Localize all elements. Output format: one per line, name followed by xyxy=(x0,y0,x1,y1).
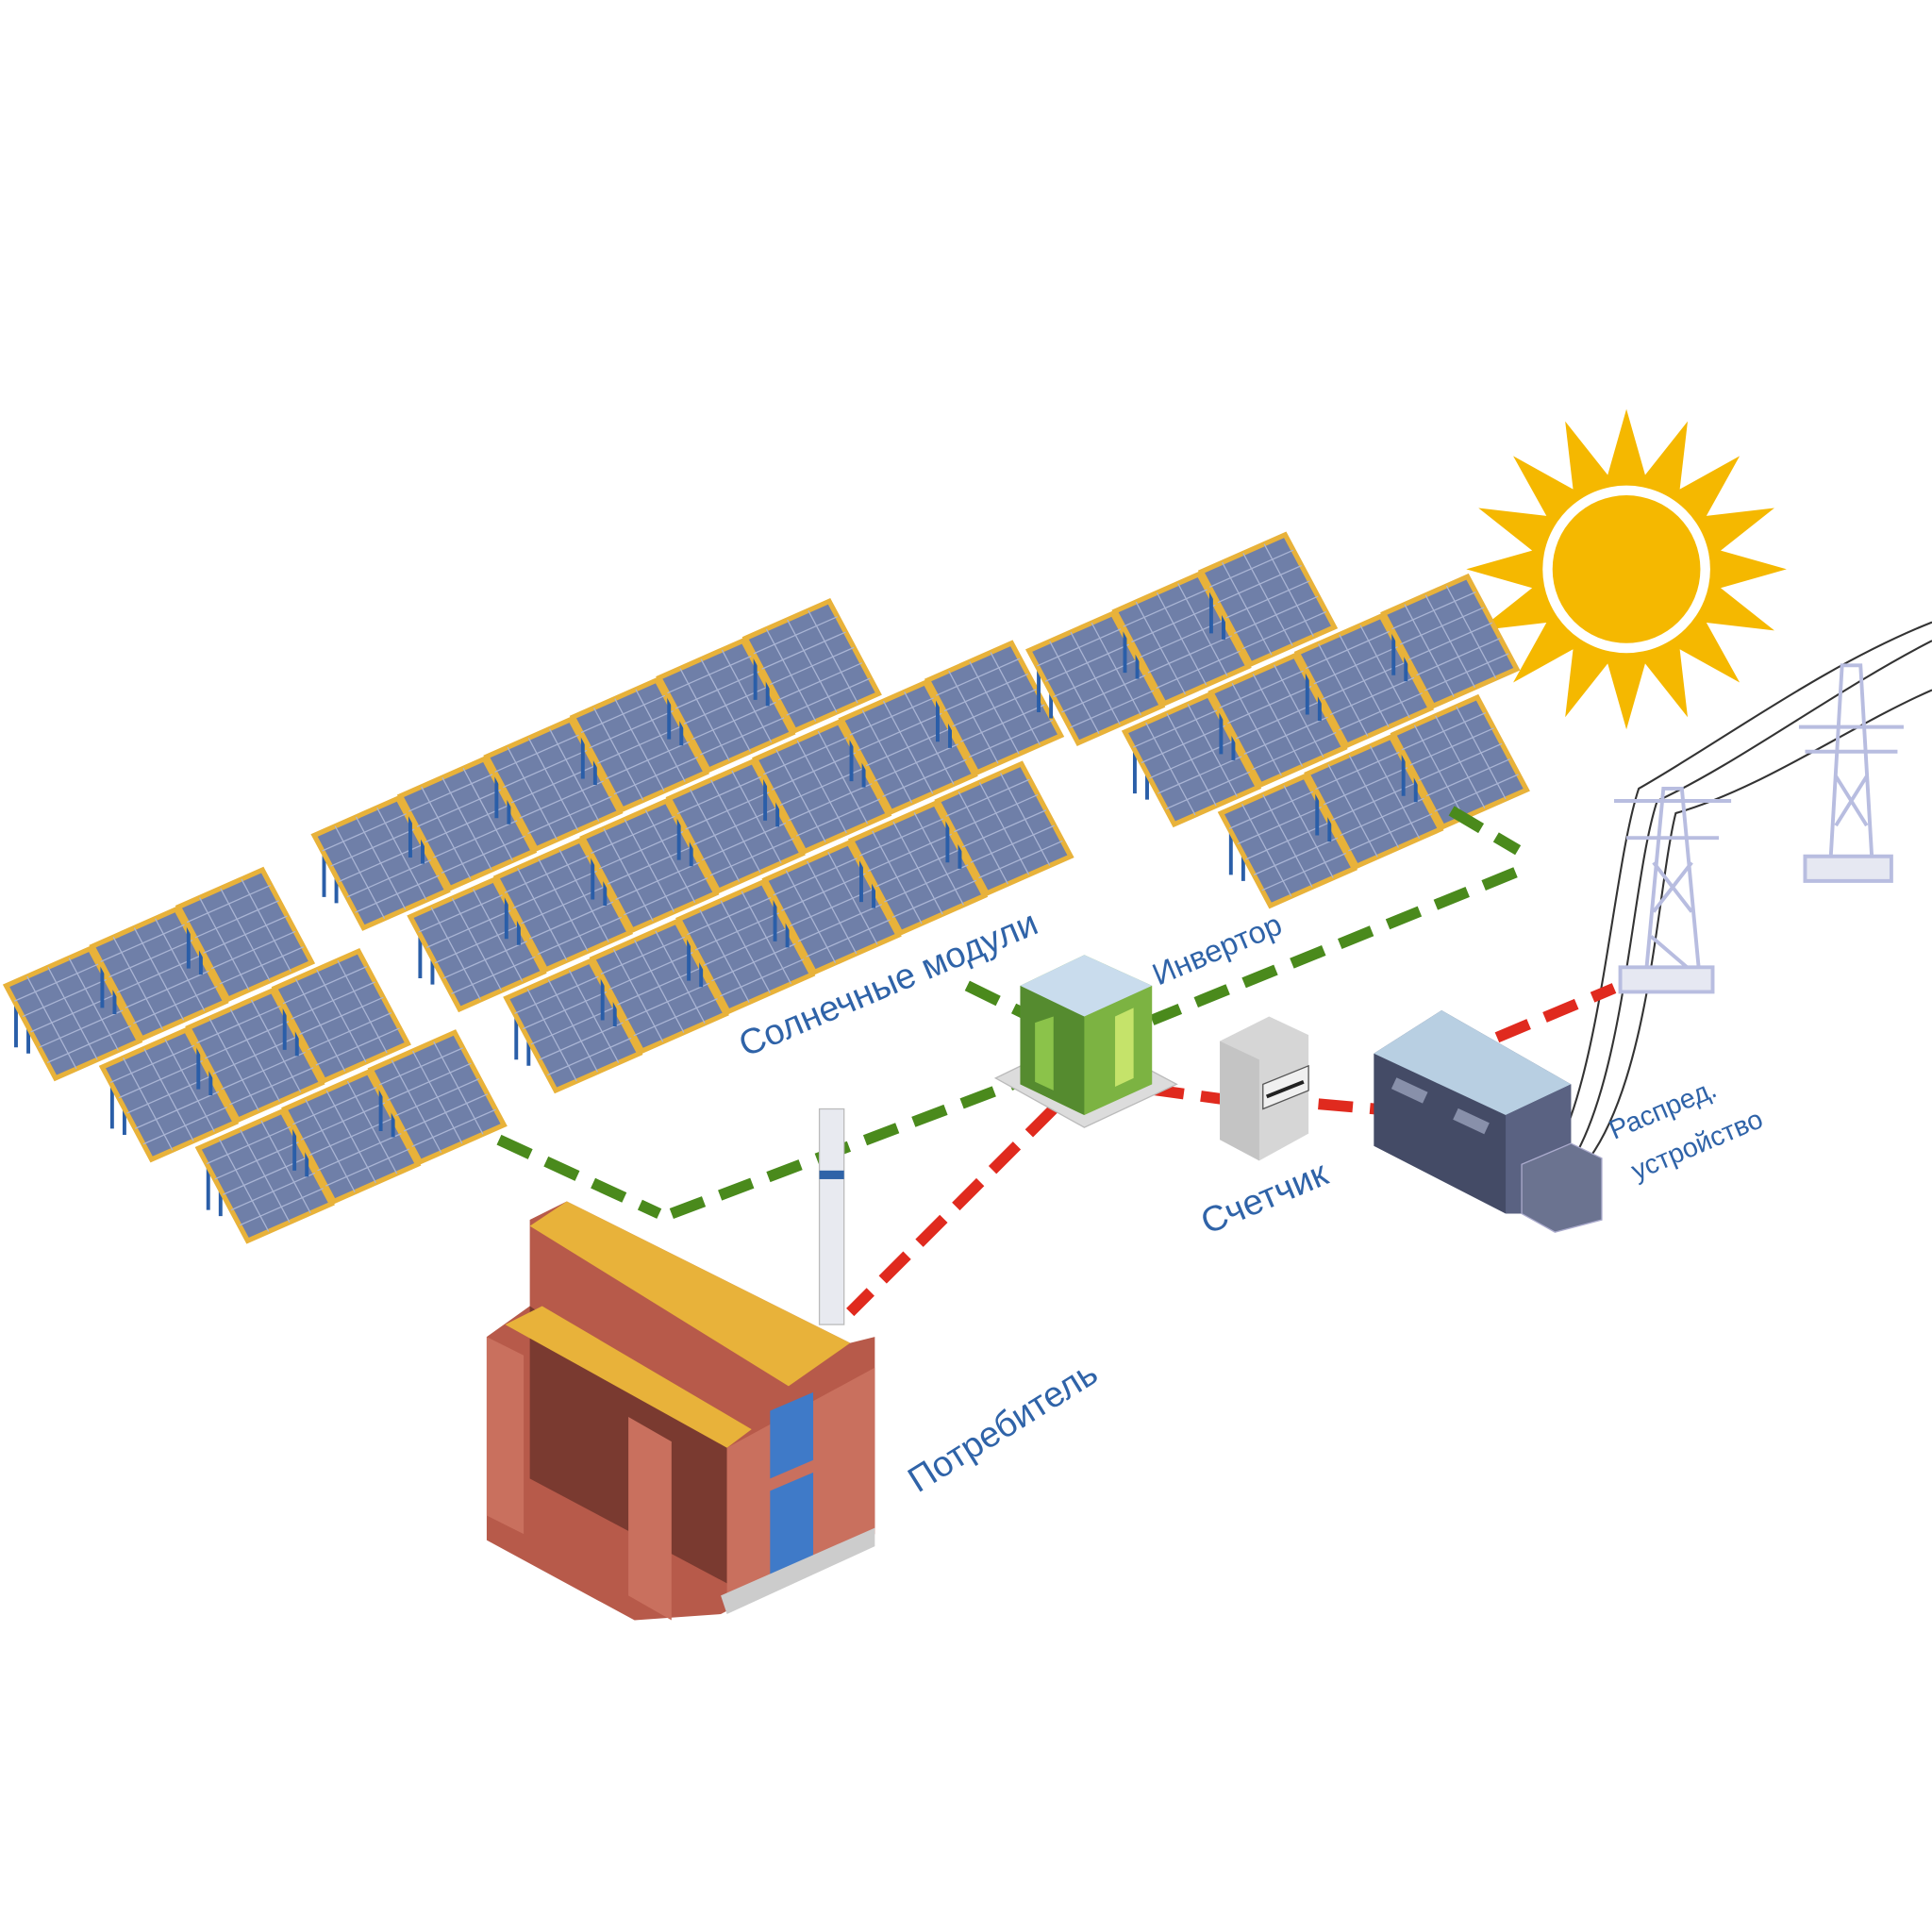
solar-panel xyxy=(194,1108,335,1244)
power-lines xyxy=(1557,621,1932,1159)
solar-panel xyxy=(589,918,729,1055)
solar-panel xyxy=(1380,573,1521,709)
power-tower-icon xyxy=(1798,663,1904,883)
solar-panel xyxy=(2,945,143,1082)
solar-panel xyxy=(271,947,411,1084)
consumer-building-icon xyxy=(486,1108,875,1621)
power-tower-icon xyxy=(1614,786,1732,994)
solar-panel xyxy=(281,1068,422,1205)
solar-panel xyxy=(838,679,978,816)
solar-panel xyxy=(569,676,710,813)
solar-panel xyxy=(1208,652,1348,789)
solar-panel xyxy=(185,987,325,1124)
meter-icon xyxy=(1220,1016,1309,1161)
solar-panel xyxy=(98,1026,240,1163)
solar-panel xyxy=(1304,733,1444,870)
solar-panel xyxy=(924,640,1065,776)
solar-panel xyxy=(579,797,720,934)
sun-icon xyxy=(1466,408,1787,730)
solar-modules xyxy=(2,531,1530,1244)
solar-panel xyxy=(396,756,538,892)
solar-panel xyxy=(407,876,547,1013)
solar-panel xyxy=(175,866,316,1003)
solar-panel xyxy=(934,760,1074,897)
solar-panel xyxy=(761,840,902,975)
solar-panel xyxy=(503,958,643,1094)
solar-panel xyxy=(1293,612,1435,749)
meter-label: Счетчик xyxy=(1195,1154,1334,1242)
consumer-label: Потребитель xyxy=(902,1353,1105,1500)
solar-panel xyxy=(483,716,624,853)
solar-panel xyxy=(1121,691,1262,828)
solar-panel xyxy=(741,598,882,734)
solar-panel xyxy=(656,637,796,774)
solar-panel xyxy=(665,758,806,894)
inverter-icon xyxy=(993,955,1178,1128)
solar-panel xyxy=(1111,571,1252,708)
solar-panel xyxy=(492,837,634,974)
solar-panel xyxy=(1197,531,1339,668)
solar-panel xyxy=(752,719,892,855)
solar-panel xyxy=(89,906,229,1042)
sun-disc xyxy=(1552,495,1701,643)
solar-panel xyxy=(675,878,816,1015)
solar-panel xyxy=(1217,773,1358,909)
solar-panel xyxy=(1390,693,1530,830)
solar-panel xyxy=(1024,610,1166,746)
solar-panel xyxy=(847,800,989,937)
solar-panel xyxy=(367,1029,508,1166)
switchgear-icon xyxy=(1374,1010,1603,1233)
solar-panel xyxy=(310,794,451,931)
